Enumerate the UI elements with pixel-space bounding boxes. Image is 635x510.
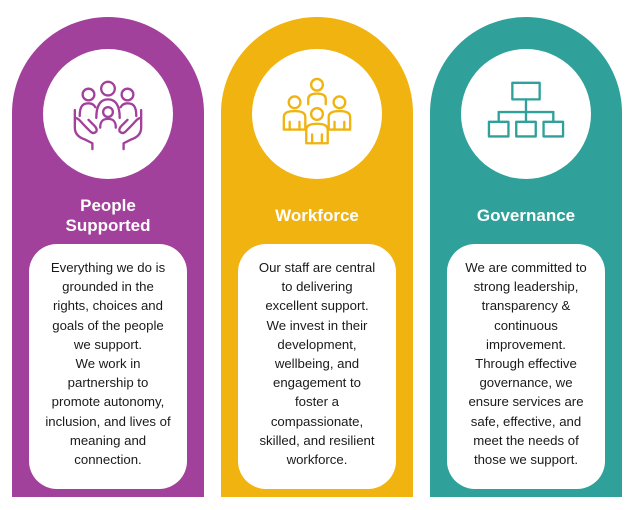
- description-line: safe, effective, and: [470, 413, 582, 429]
- description-line: foster a: [295, 394, 339, 410]
- description-line: governance, we: [479, 375, 573, 391]
- card-title-line: Workforce: [275, 206, 359, 225]
- description-line: inclusion, and lives of: [45, 413, 171, 429]
- description-line: those we support.: [473, 452, 579, 468]
- description-line: partnership to: [67, 375, 149, 391]
- description-line: goals of the people: [52, 317, 164, 333]
- description-line: rights, choices and: [53, 298, 163, 314]
- org-chart-icon: [487, 81, 565, 138]
- description-line: engagement to: [273, 375, 361, 391]
- description-line: to delivering: [281, 279, 353, 295]
- description-line: strong leadership,: [473, 279, 579, 295]
- description-line: improvement.: [486, 336, 566, 352]
- description-line: meet the needs of: [473, 432, 579, 448]
- description-line: promote autonomy,: [51, 394, 165, 410]
- description-line: skilled, and resilient: [259, 432, 375, 448]
- icon-circle: [43, 49, 173, 179]
- description-line: Through effective: [475, 356, 577, 372]
- people-care-icon: [73, 80, 143, 151]
- team-group-icon: [282, 77, 352, 145]
- card-description: We are committed to strong leadership, t…: [447, 244, 605, 489]
- description-line: Everything we do is: [50, 260, 166, 275]
- description-line: workforce.: [286, 452, 348, 468]
- description-line: continuous: [494, 317, 558, 333]
- description-line: connection.: [74, 452, 142, 468]
- icon-circle: [461, 49, 591, 179]
- card-description: Everything we do is grounded in the righ…: [29, 244, 187, 489]
- description-line: excellent support.: [265, 298, 369, 314]
- card-title: Workforce: [221, 193, 413, 239]
- card-title-line: Governance: [476, 206, 576, 225]
- card-description: Our staff are central to delivering exce…: [238, 244, 396, 489]
- description-line: Our staff are central: [258, 260, 376, 275]
- card-governance: Governance We are committed to strong le…: [430, 17, 622, 497]
- description-line: we support.: [73, 336, 143, 352]
- description-line: transparency &: [481, 298, 571, 314]
- card-title: People Supported: [12, 193, 204, 239]
- description-line: We invest in their: [266, 317, 368, 333]
- card-title: Governance: [430, 193, 622, 239]
- card-title-line: Supported: [65, 216, 151, 235]
- description-line: development,: [277, 336, 357, 352]
- description-line: wellbeing, and: [274, 356, 360, 372]
- description-line: ensure services are: [468, 394, 584, 410]
- description-line: We work in: [75, 356, 141, 372]
- icon-circle: [252, 49, 382, 179]
- card-workforce: Workforce Our staff are central to deliv…: [221, 17, 413, 497]
- description-line: grounded in the: [62, 279, 154, 295]
- description-line: compassionate,: [270, 413, 364, 429]
- card-people-supported: People Supported Everything we do is gro…: [12, 17, 204, 497]
- description-line: We are committed to: [465, 260, 587, 275]
- description-line: meaning and: [69, 432, 147, 448]
- card-title-line: People: [80, 196, 136, 215]
